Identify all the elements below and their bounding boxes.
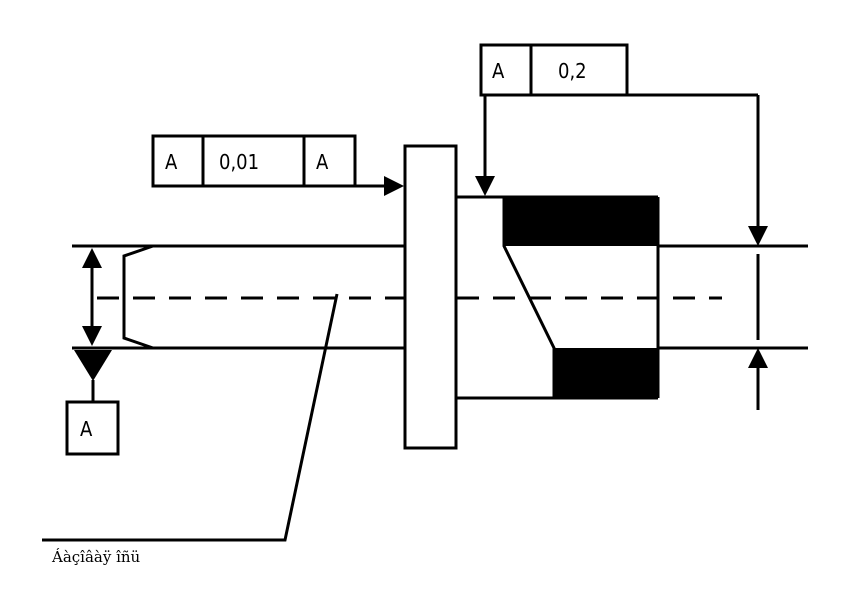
arrow-down-icon: [475, 176, 495, 196]
shaft-right: [658, 244, 808, 350]
datum-box-label: A: [80, 417, 93, 441]
arrow-up-icon: [82, 248, 102, 268]
flange: [403, 144, 458, 450]
arrow-right-icon: [384, 176, 404, 196]
hub-section-top: [504, 197, 658, 246]
feature-frame-top: A 0,2: [479, 43, 629, 97]
arrow-down-icon: [82, 326, 102, 346]
frame-left-datum: A: [165, 150, 178, 174]
axis-note: Áàçîâàÿ îñü: [51, 548, 141, 566]
datum-box: [65, 400, 120, 456]
arrow-up-icon: [748, 348, 768, 368]
datum-triangle-icon: [74, 350, 112, 381]
hub-section-bottom: [554, 348, 658, 398]
frame-top-tolerance: 0,2: [558, 59, 587, 83]
shaft-left: [72, 244, 405, 350]
frame-left-tolerance: 0,01: [219, 150, 259, 174]
feature-frame-left: A 0,01 A: [151, 134, 357, 188]
frame-left-reference: A: [316, 150, 329, 174]
axis-leader: [42, 293, 339, 542]
arrow-down-icon: [748, 226, 768, 246]
frame-top-datum: A: [492, 59, 505, 83]
